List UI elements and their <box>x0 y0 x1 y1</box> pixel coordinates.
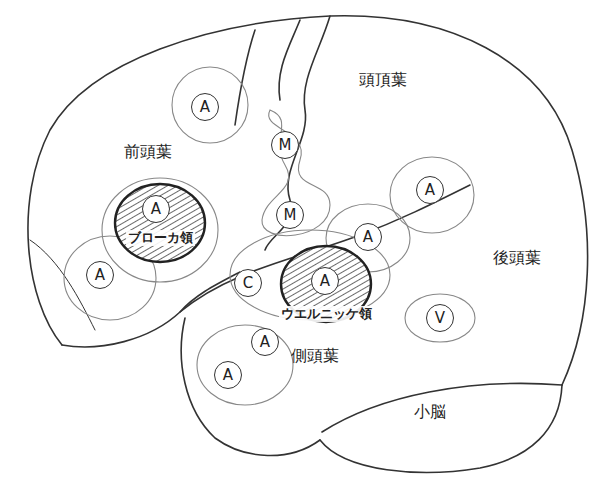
area-circle: V <box>426 304 454 332</box>
area-letter: A <box>363 230 373 245</box>
area-letter: A <box>260 335 270 350</box>
language-area: ブローカ領 A <box>113 182 207 264</box>
area-name: ウエルニッケ領 <box>279 306 374 322</box>
area-circle: A <box>191 93 219 121</box>
lobe-label: 小脳 <box>414 402 446 421</box>
area-letter: V <box>435 311 445 326</box>
area-circle: A <box>251 328 279 356</box>
area-circle: M <box>276 201 304 229</box>
area-circle: M <box>271 131 299 159</box>
area-circle: C <box>234 269 262 297</box>
area-circle: A <box>142 195 170 223</box>
area-name: ブローカ領 <box>126 230 195 246</box>
area-letter: A <box>151 202 161 217</box>
area-letter: C <box>243 276 253 291</box>
lobe-label: 頭頂葉 <box>359 70 407 89</box>
area-letter: A <box>223 368 233 383</box>
language-area: ウエルニッケ領 A <box>270 244 382 328</box>
area-letter: A <box>95 268 105 283</box>
lobe-label: 後頭葉 <box>493 248 541 267</box>
area-circle: A <box>311 267 339 295</box>
area-letter: A <box>425 183 435 198</box>
area-circle: A <box>354 223 382 251</box>
hatched-area <box>113 182 207 264</box>
area-circle: A <box>86 261 114 289</box>
lobe-label: 側頭葉 <box>291 346 339 365</box>
area-circle: A <box>214 361 242 389</box>
area-letter: A <box>200 100 210 115</box>
area-circle: A <box>416 176 444 204</box>
area-letter: A <box>320 274 330 289</box>
area-letter: M <box>279 138 292 153</box>
area-letter: M <box>284 208 297 223</box>
lobe-label: 前頭葉 <box>124 142 172 161</box>
